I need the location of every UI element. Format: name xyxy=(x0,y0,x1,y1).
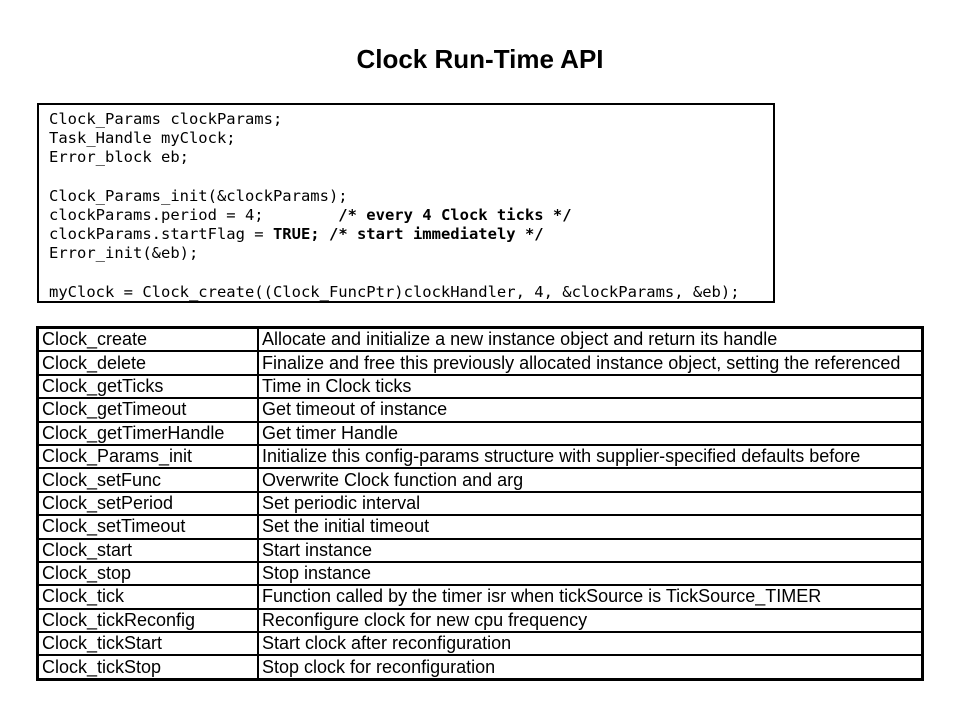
api-function-name: Clock_setTimeout xyxy=(36,514,259,540)
api-function-desc: Reconfigure clock for new cpu frequency xyxy=(257,607,924,634)
code-line: clockParams.period = 4; /* every 4 Clock… xyxy=(49,206,572,225)
api-function-name: Clock_getTimeout xyxy=(36,397,259,423)
api-function-name: Clock_create xyxy=(36,326,259,353)
api-function-name: Clock_tick xyxy=(36,584,259,610)
api-function-desc: Start clock after reconfiguration xyxy=(257,631,924,657)
code-line: Clock_Params_init(&clockParams); xyxy=(49,186,348,205)
api-function-name: Clock_start xyxy=(36,537,259,563)
api-function-desc: Stop instance xyxy=(257,560,924,587)
code-line: Task_Handle myClock; xyxy=(49,129,236,148)
api-function-desc: Get timeout of instance xyxy=(257,397,924,423)
code-line: Error_block eb; xyxy=(49,148,189,167)
api-function-name: Clock_tickStart xyxy=(36,631,259,657)
api-function-name: Clock_getTicks xyxy=(36,373,259,400)
api-function-name: Clock_getTimerHandle xyxy=(36,420,259,446)
api-function-desc: Finalize and free this previously alloca… xyxy=(257,350,924,376)
api-function-desc: Get timer Handle xyxy=(257,420,924,446)
api-function-desc: Overwrite Clock function and arg xyxy=(257,467,924,493)
code-line xyxy=(49,264,773,283)
api-function-name: Clock_tickReconfig xyxy=(36,607,259,634)
api-function-name: Clock_setPeriod xyxy=(36,490,259,517)
code-block: Clock_Params clockParams;Task_Handle myC… xyxy=(37,103,775,303)
code-line: myClock = Clock_create((Clock_FuncPtr)cl… xyxy=(49,282,740,301)
api-function-desc: Stop clock for reconfiguration xyxy=(257,654,924,681)
code-line: Clock_Params clockParams; xyxy=(49,110,283,128)
api-function-desc: Set the initial timeout xyxy=(257,514,924,540)
api-function-desc: Function called by the timer isr when ti… xyxy=(257,584,924,610)
api-function-name: Clock_tickStop xyxy=(36,654,259,681)
api-function-name: Clock_Params_init xyxy=(36,443,259,470)
api-function-desc: Set periodic interval xyxy=(257,490,924,517)
api-function-name: Clock_delete xyxy=(36,350,259,376)
api-function-desc: Time in Clock ticks xyxy=(257,373,924,400)
api-function-desc: Start instance xyxy=(257,537,924,563)
api-function-desc: Initialize this config-params structure … xyxy=(257,443,924,470)
code-line: clockParams.startFlag = TRUE; /* start i… xyxy=(49,225,544,244)
api-function-name: Clock_setFunc xyxy=(36,467,259,493)
page-title: Clock Run-Time API xyxy=(356,44,604,74)
api-function-name: Clock_stop xyxy=(36,560,259,587)
code-line xyxy=(49,168,773,187)
code-line: Error_init(&eb); xyxy=(49,244,199,263)
api-function-desc: Allocate and initialize a new instance o… xyxy=(257,326,924,353)
